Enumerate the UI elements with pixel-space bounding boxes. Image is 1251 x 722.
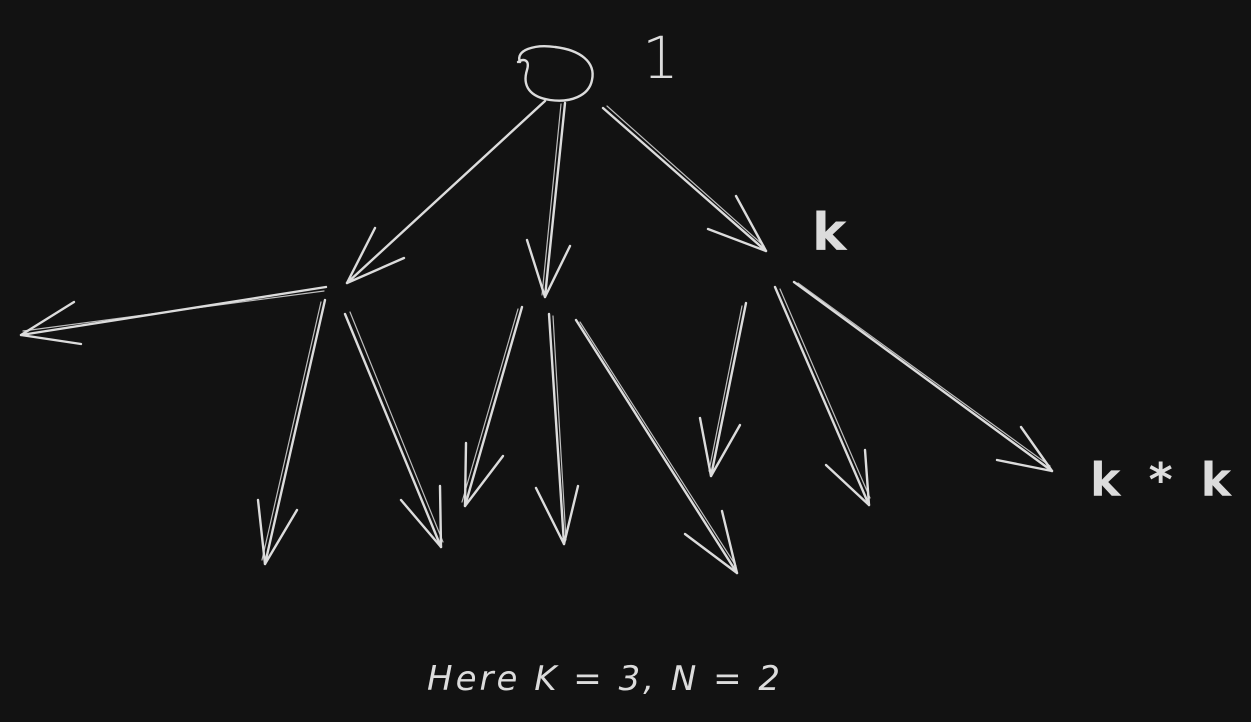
left-child-edge-down-right xyxy=(343,311,444,549)
root-node xyxy=(516,45,594,102)
right-child-edge-left xyxy=(698,301,748,478)
root-edge-right xyxy=(601,105,768,253)
root-edge-middle xyxy=(525,101,572,299)
root-count-label: 1 xyxy=(642,24,679,92)
middle-child-edge-down xyxy=(534,312,580,546)
middle-child-edge-right xyxy=(574,318,739,575)
right-child-edge-down xyxy=(773,285,871,507)
left-child-edge-down-left xyxy=(256,298,327,566)
level1-count-label: k xyxy=(812,203,848,263)
root-edge-left xyxy=(345,99,547,285)
left-child-edge-far-left xyxy=(19,285,328,346)
caption: Here K = 3, N = 2 xyxy=(427,659,783,699)
level2-count-label: k * k xyxy=(1090,453,1237,507)
right-child-edge-right xyxy=(792,280,1054,473)
middle-child-edge-left xyxy=(461,305,524,508)
